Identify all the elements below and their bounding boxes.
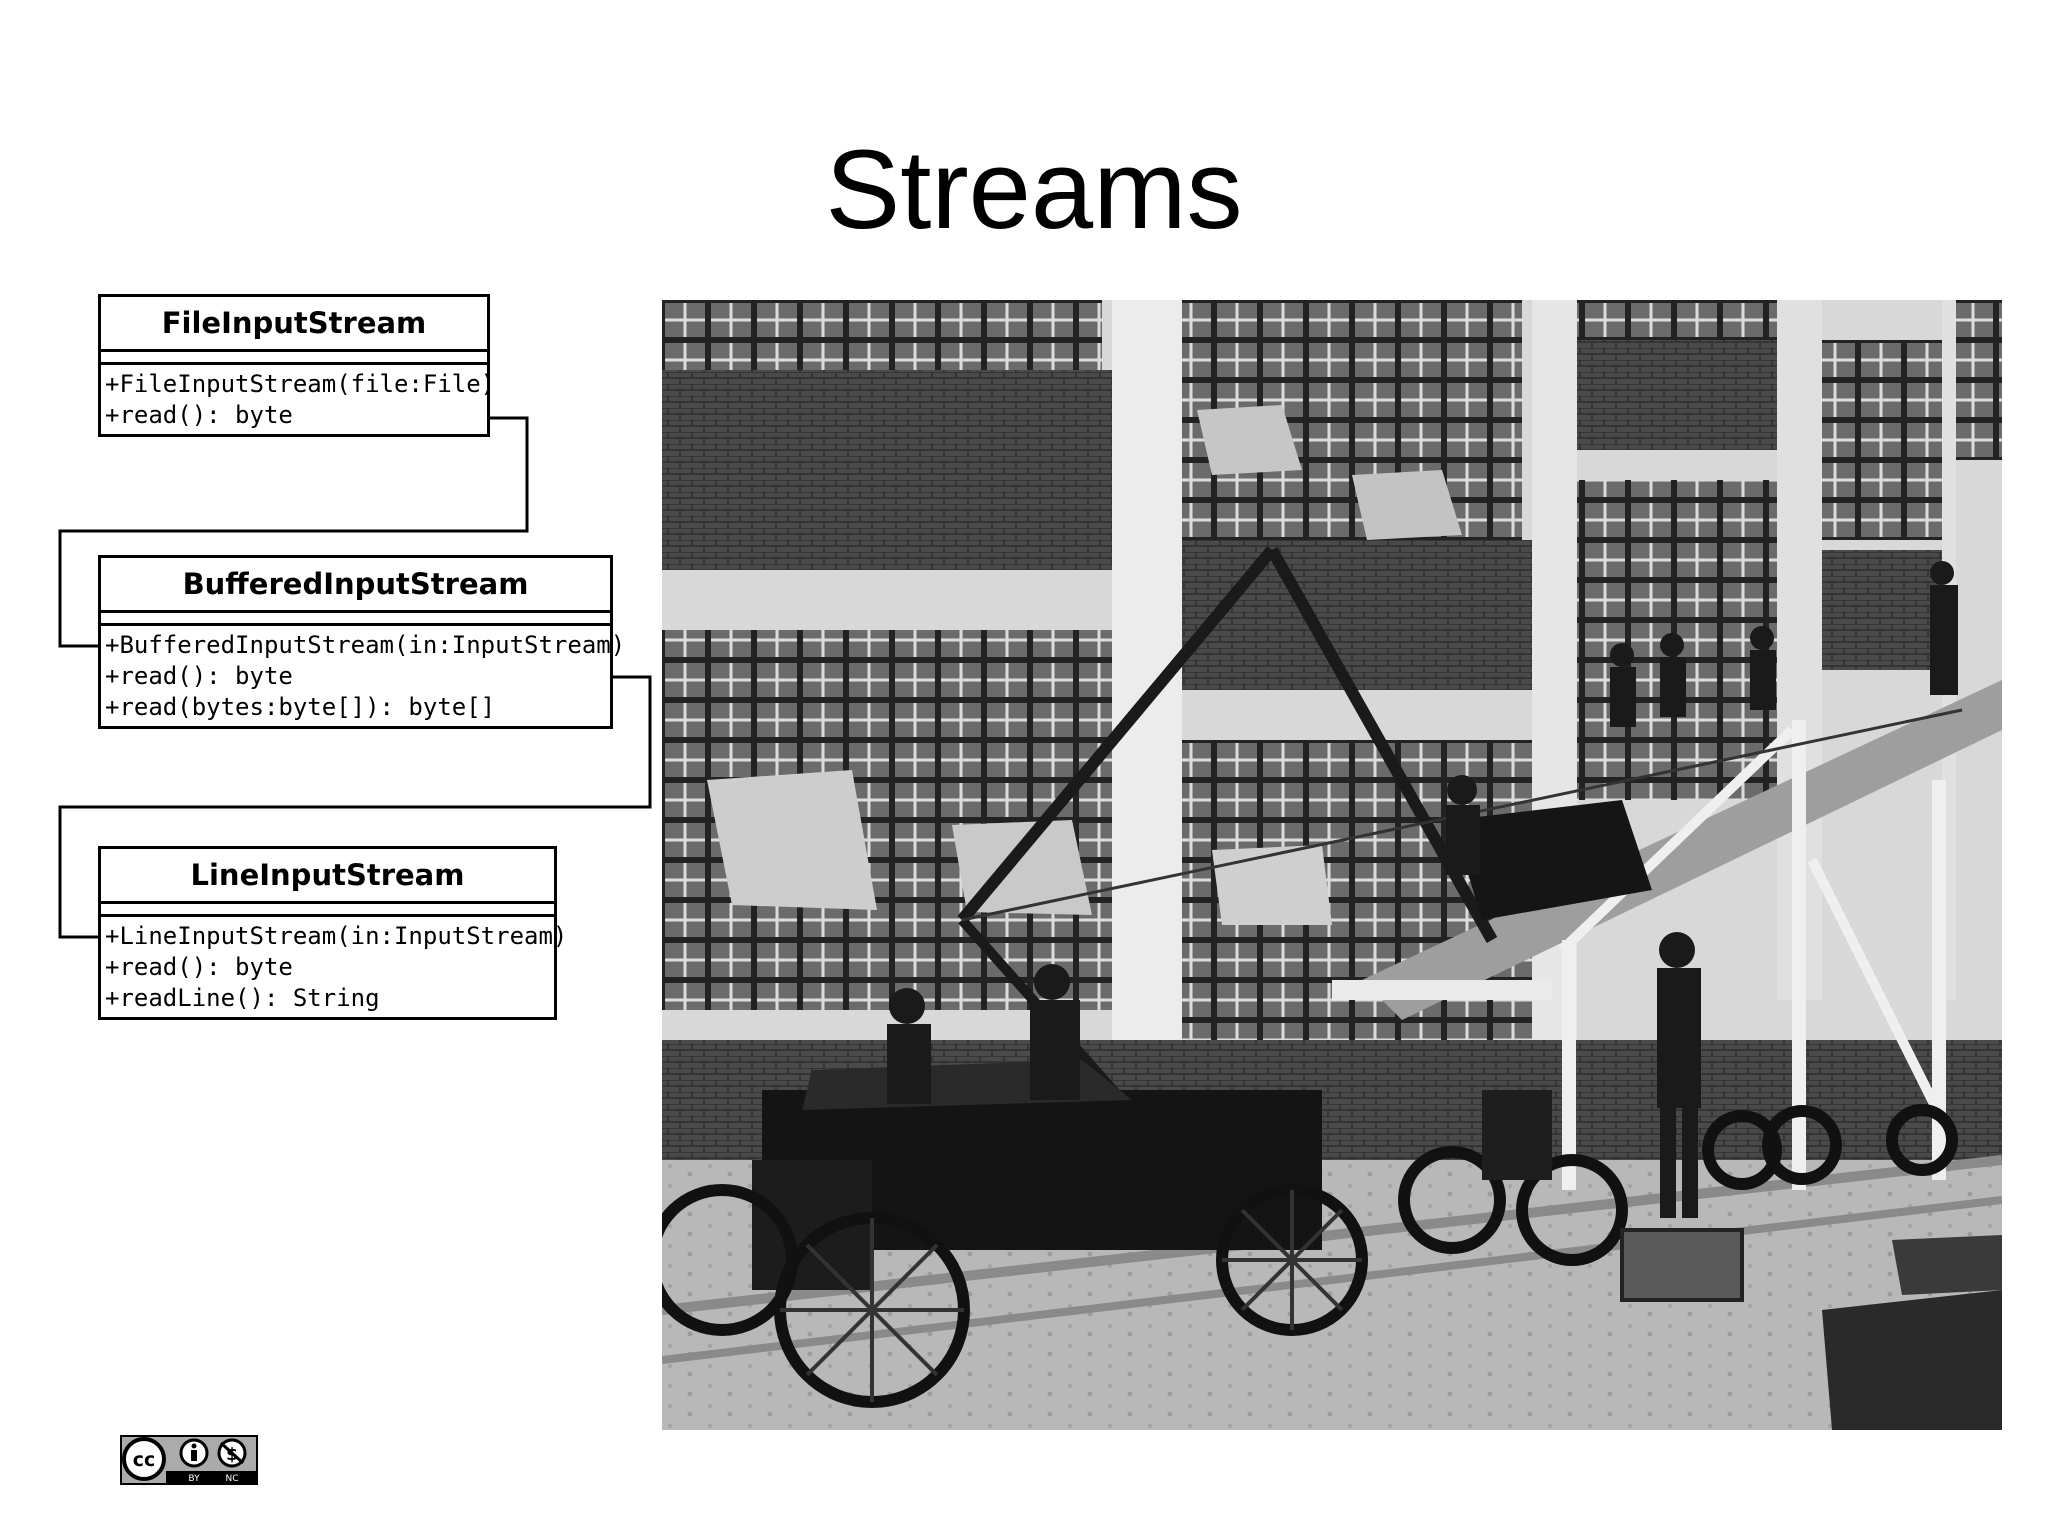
class-attributes <box>101 613 610 626</box>
operation: +read(): byte <box>105 662 293 690</box>
connector-file-to-buffered <box>58 416 529 648</box>
cc-by-label: BY <box>188 1474 200 1484</box>
operation: +FileInputStream(file:File) <box>105 370 496 398</box>
operation: +read(): byte <box>105 953 293 981</box>
connector-buffered-to-line <box>58 675 652 939</box>
class-name: FileInputStream <box>101 297 487 352</box>
assembly-line-photo <box>662 300 2002 1430</box>
class-attributes <box>101 352 487 365</box>
uml-class-bufferedinputstream: BufferedInputStream +BufferedInputStream… <box>98 555 626 729</box>
class-attributes <box>101 904 554 917</box>
uml-class-lineinputstream: LineInputStream +LineInputStream(in:Inpu… <box>98 846 568 1020</box>
operation: +read(bytes:byte[]): byte[] <box>105 693 496 721</box>
class-name: BufferedInputStream <box>101 558 610 613</box>
cc-icon <box>122 1437 166 1481</box>
operation: +LineInputStream(in:InputStream) <box>105 922 568 950</box>
class-operations: +BufferedInputStream(in:InputStream) +rea… <box>101 626 626 723</box>
operation: +BufferedInputStream(in:InputStream) <box>105 631 626 659</box>
class-operations: +FileInputStream(file:File) +read(): byte <box>101 365 496 431</box>
class-operations: +LineInputStream(in:InputStream) +read():… <box>101 917 568 1014</box>
assembly-line-illustration <box>662 300 2002 1430</box>
operation: +read(): byte <box>105 401 293 429</box>
class-name: LineInputStream <box>101 849 554 904</box>
cc-badge-text: cc <box>133 1449 156 1471</box>
creative-commons-license-badge: cc $ BY NC <box>120 1435 258 1485</box>
slide-title: Streams <box>825 127 1243 252</box>
operation: +readLine(): String <box>105 984 380 1012</box>
uml-class-fileinputstream: FileInputStream +FileInputStream(file:Fi… <box>98 294 496 437</box>
cc-nc-label: NC <box>225 1474 238 1484</box>
